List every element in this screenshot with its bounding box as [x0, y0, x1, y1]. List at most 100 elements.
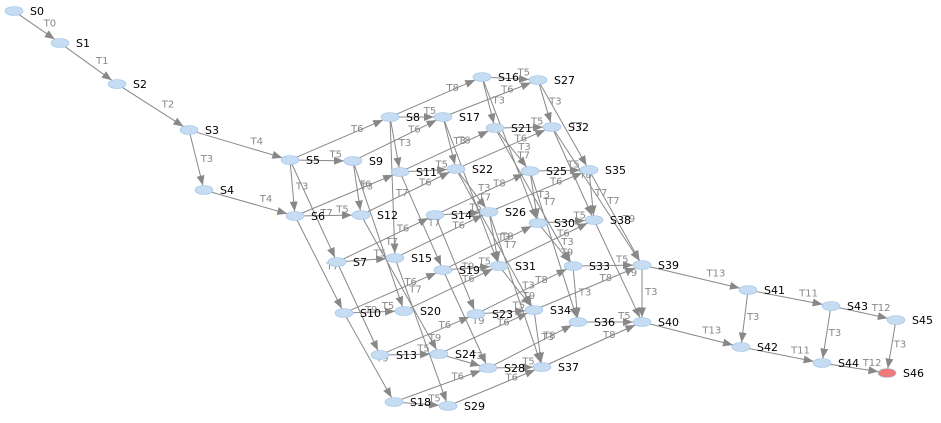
- state-label: S8: [406, 111, 420, 124]
- transition-label: T5: [468, 202, 481, 213]
- transition-s41-s42: T3: [738, 294, 759, 343]
- transition-arrow: [482, 268, 567, 312]
- state-marker: [425, 210, 445, 220]
- transition-arrow: [830, 363, 879, 375]
- transition-arrow: [588, 174, 597, 216]
- transition-arrow: [444, 274, 487, 364]
- transition-arrow: [350, 272, 437, 311]
- transition-s29-s37: T6: [454, 369, 536, 404]
- transition-arrow: [541, 226, 570, 263]
- transition-s35-s39: T9: [590, 174, 641, 261]
- state-node-s13: S13: [370, 349, 417, 362]
- transition-label: T3: [517, 142, 530, 153]
- state-marker: [4, 6, 24, 16]
- transition-s17-s27: T6: [449, 82, 532, 115]
- transition-arrow: [345, 255, 387, 264]
- state-label: S31: [515, 260, 536, 273]
- state-label: S35: [605, 164, 626, 177]
- transition-label: T7: [319, 208, 332, 219]
- transition-label: T11: [798, 288, 818, 299]
- state-marker: [50, 38, 70, 48]
- state-marker: [280, 155, 300, 165]
- state-marker: [812, 358, 832, 368]
- transition-label: T12: [871, 303, 891, 314]
- transition-label: T6: [514, 134, 527, 145]
- transition-s15-s26: T6: [401, 214, 483, 256]
- transition-s2-s3: T2: [122, 87, 184, 127]
- transition-arrow: [353, 165, 363, 211]
- transition-arrow: [595, 224, 641, 318]
- transition-arrow: [296, 119, 384, 158]
- transition-s6-s10: T7: [296, 220, 343, 309]
- transition-s7-s14: T6: [343, 217, 429, 260]
- transition-label: T6: [350, 124, 363, 135]
- transition-s25-s30: T3: [530, 175, 550, 219]
- transition-arrow: [189, 134, 205, 186]
- transition-label: T3: [828, 328, 841, 339]
- state-node-s36: S36: [568, 316, 615, 329]
- transition-label: T5: [423, 106, 436, 117]
- transition-label: T9: [624, 268, 637, 279]
- transition-s11-s19: T7: [401, 176, 442, 266]
- state-node-s23: S23: [466, 308, 513, 321]
- transition-s43-s44: T3: [820, 310, 841, 359]
- state-label: S38: [610, 214, 631, 227]
- transition-s31-s34: T3: [501, 269, 535, 307]
- state-node-s27: S27: [528, 74, 575, 87]
- transition-s20-s31: T6: [410, 268, 493, 309]
- state-label: S9: [369, 155, 383, 168]
- state-label: S39: [658, 259, 679, 272]
- state-node-s39: S39: [632, 259, 679, 272]
- nodes-layer: S0S1S2S3S4S5S6S7S8S9S10S11S12S13S14S15S1…: [4, 5, 933, 413]
- transition-arrow: [289, 164, 298, 212]
- state-marker: [433, 265, 453, 275]
- transition-s9-s17: T6: [359, 119, 437, 159]
- transition-arrow: [538, 84, 552, 123]
- transition-label: T1: [95, 56, 108, 67]
- state-label: S1: [76, 37, 90, 50]
- state-node-s3: S3: [179, 124, 219, 137]
- state-label: S4: [220, 184, 234, 197]
- transition-s5-s6: T3: [289, 164, 308, 212]
- transition-label: T7: [516, 151, 529, 162]
- transition-s44-s46: T12: [830, 358, 882, 375]
- transition-s8-s17: T5: [399, 106, 436, 121]
- transition-label: T4: [259, 194, 272, 205]
- transition-arrow: [386, 316, 470, 353]
- transition-arrow: [388, 350, 431, 359]
- transition-s30-s38: T5: [546, 210, 586, 226]
- transition-label: T5: [615, 254, 628, 265]
- transition-s4-s6: T4: [211, 191, 288, 215]
- transition-s32-s38: T8: [553, 131, 593, 216]
- transition-label: T3: [497, 232, 510, 243]
- transition-s45-s46: T3: [885, 324, 906, 369]
- transition-arrow: [590, 174, 641, 261]
- state-label: S2: [133, 78, 147, 91]
- transition-s27-s32: T3: [538, 84, 562, 123]
- transition-s25-s35: T5: [538, 159, 581, 175]
- transition-arrow: [505, 222, 588, 264]
- transition-arrow: [441, 173, 524, 213]
- transition-arrow: [408, 166, 448, 175]
- transition-s5-s8: T6: [296, 119, 384, 158]
- transition-label: T3: [578, 287, 591, 298]
- transition-label: T8: [534, 275, 547, 286]
- transition-s22-s32: T6: [462, 129, 546, 167]
- transition-arrow: [401, 176, 442, 266]
- transition-arrow: [406, 130, 489, 170]
- state-marker: [472, 72, 492, 82]
- transition-arrow: [303, 211, 353, 220]
- transition-arrow: [291, 164, 336, 258]
- state-marker: [579, 165, 599, 175]
- transition-arrow: [445, 312, 528, 352]
- transition-s23-s34: T5: [484, 301, 525, 316]
- state-label: S36: [594, 316, 615, 329]
- state-marker: [384, 397, 404, 407]
- transition-label: T5: [572, 210, 585, 221]
- transition-label: T6: [549, 177, 562, 188]
- state-node-s41: S41: [738, 284, 785, 297]
- transition-s40-s42: T13: [649, 323, 734, 347]
- transition-s8-s15: T7: [389, 121, 408, 254]
- state-label: S42: [757, 341, 778, 354]
- transition-label: T6: [452, 220, 465, 231]
